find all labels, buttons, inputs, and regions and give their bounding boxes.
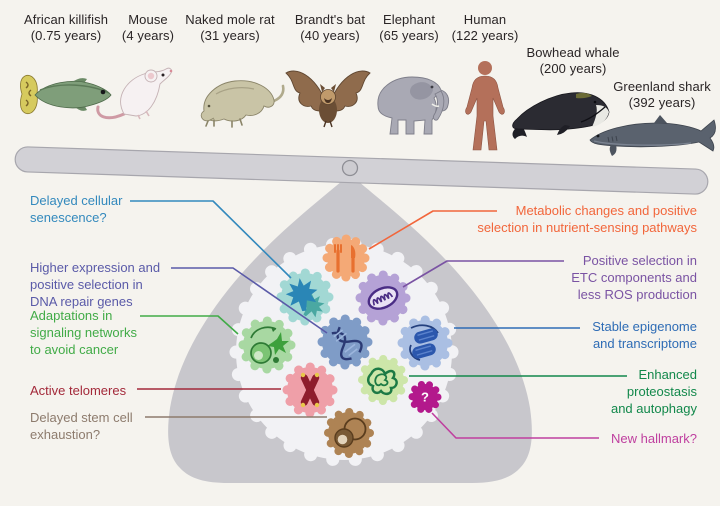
- animal-name: Human: [463, 12, 507, 27]
- question-mark-icon: ?: [421, 390, 429, 405]
- animal-lifespan: (4 years): [121, 28, 175, 43]
- gear-new-hallmark: ?: [408, 380, 442, 414]
- gear-dna-repair: [317, 314, 373, 370]
- gear-stable-epigenome: [397, 315, 453, 371]
- label-elephant: Elephant (65 years): [349, 12, 469, 44]
- stem-cell-icon: [334, 417, 367, 448]
- animal-lifespan: (31 years): [200, 28, 260, 43]
- leader-senescence: [130, 200, 292, 279]
- dna-helix-icon: [331, 326, 363, 361]
- animal-name: Bowhead whale: [526, 45, 620, 60]
- label-human: Human (122 years): [425, 12, 545, 44]
- hallmark-dna-repair: Higher expression and positive selection…: [30, 260, 161, 309]
- animal-lifespan: (40 years): [300, 28, 360, 43]
- animal-name: Naked mole rat: [185, 12, 275, 27]
- animal-lifespan: (0.75 years): [30, 28, 102, 43]
- leader-signaling: [140, 315, 239, 335]
- gear-nutrient-sensing: [322, 234, 370, 282]
- leader-lines: [130, 200, 627, 439]
- animal-name: African killifish: [23, 12, 109, 27]
- animal-name: Greenland shark: [613, 79, 711, 94]
- animal-lifespan: (65 years): [379, 28, 439, 43]
- label-greenland-shark: Greenland shark (392 years): [602, 79, 720, 111]
- chromosome-icon: [300, 372, 320, 408]
- mouse-icon: [96, 67, 173, 120]
- gear-stem-cells: [324, 408, 374, 458]
- hallmark-etc-ros: Positive selection in ETC components and…: [571, 253, 697, 302]
- hallmark-proteostasis-autophagy: Enhanced proteostasis and autophagy: [610, 367, 697, 416]
- bowhead-whale-icon: [512, 92, 610, 139]
- animal-name: Brandt's bat: [294, 12, 366, 27]
- gear-proteostasis: [358, 355, 408, 405]
- animal-name: Elephant: [382, 12, 436, 27]
- protein-icon: [367, 367, 398, 396]
- leader-new-hallmark: [431, 412, 599, 439]
- label-brandts-bat: Brandt's bat (40 years): [270, 12, 390, 44]
- animal-lifespan: (392 years): [628, 95, 696, 110]
- fork-knife-icon: [334, 244, 356, 273]
- animal-name: Mouse: [128, 12, 168, 27]
- killifish-icon: [20, 74, 112, 115]
- naked-mole-rat-icon: [200, 80, 285, 128]
- cell-signaling-icon: [250, 326, 289, 364]
- balance-beam: [14, 146, 709, 195]
- leader-etc: [402, 260, 564, 288]
- human-icon: [465, 61, 505, 151]
- hallmark-stem-cell-exhaustion: Delayed stem cell exhaustion?: [30, 410, 133, 442]
- gear-mitochondria: [355, 270, 411, 326]
- hallmark-new-hallmark: New hallmark?: [611, 431, 697, 446]
- label-naked-mole-rat: Naked mole rat (31 years): [170, 12, 290, 44]
- label-african-killifish: African killifish (0.75 years): [6, 12, 126, 44]
- leader-metabolic: [368, 210, 497, 250]
- label-mouse: Mouse (4 years): [88, 12, 208, 44]
- animal-lifespan: (200 years): [539, 61, 607, 76]
- histones-icon: [409, 324, 439, 361]
- mitochondrion-icon: [367, 286, 399, 310]
- gear-cancer-signaling: [238, 316, 296, 374]
- maple-leaf-icon: [285, 278, 325, 318]
- leader-dna-repair: [171, 267, 328, 334]
- gear-telomeres: [282, 362, 338, 418]
- hallmark-delayed-senescence: Delayed cellular senescence?: [30, 193, 123, 225]
- greenland-shark-icon: [589, 115, 716, 156]
- hallmark-active-telomeres: Active telomeres: [30, 383, 127, 398]
- hallmark-metabolic-changes: Metabolic changes and positive selection…: [477, 203, 697, 235]
- elephant-icon: [377, 76, 450, 135]
- animal-lifespan: (122 years): [451, 28, 519, 43]
- hallmark-stable-epigenome: Stable epigenome and transcriptome: [592, 319, 697, 351]
- balance-pivot-pin: [341, 159, 359, 177]
- hallmark-cancer-signaling: Adaptations in signaling networks to avo…: [30, 308, 137, 357]
- bat-icon: [285, 70, 371, 128]
- label-bowhead-whale: Bowhead whale (200 years): [513, 45, 633, 77]
